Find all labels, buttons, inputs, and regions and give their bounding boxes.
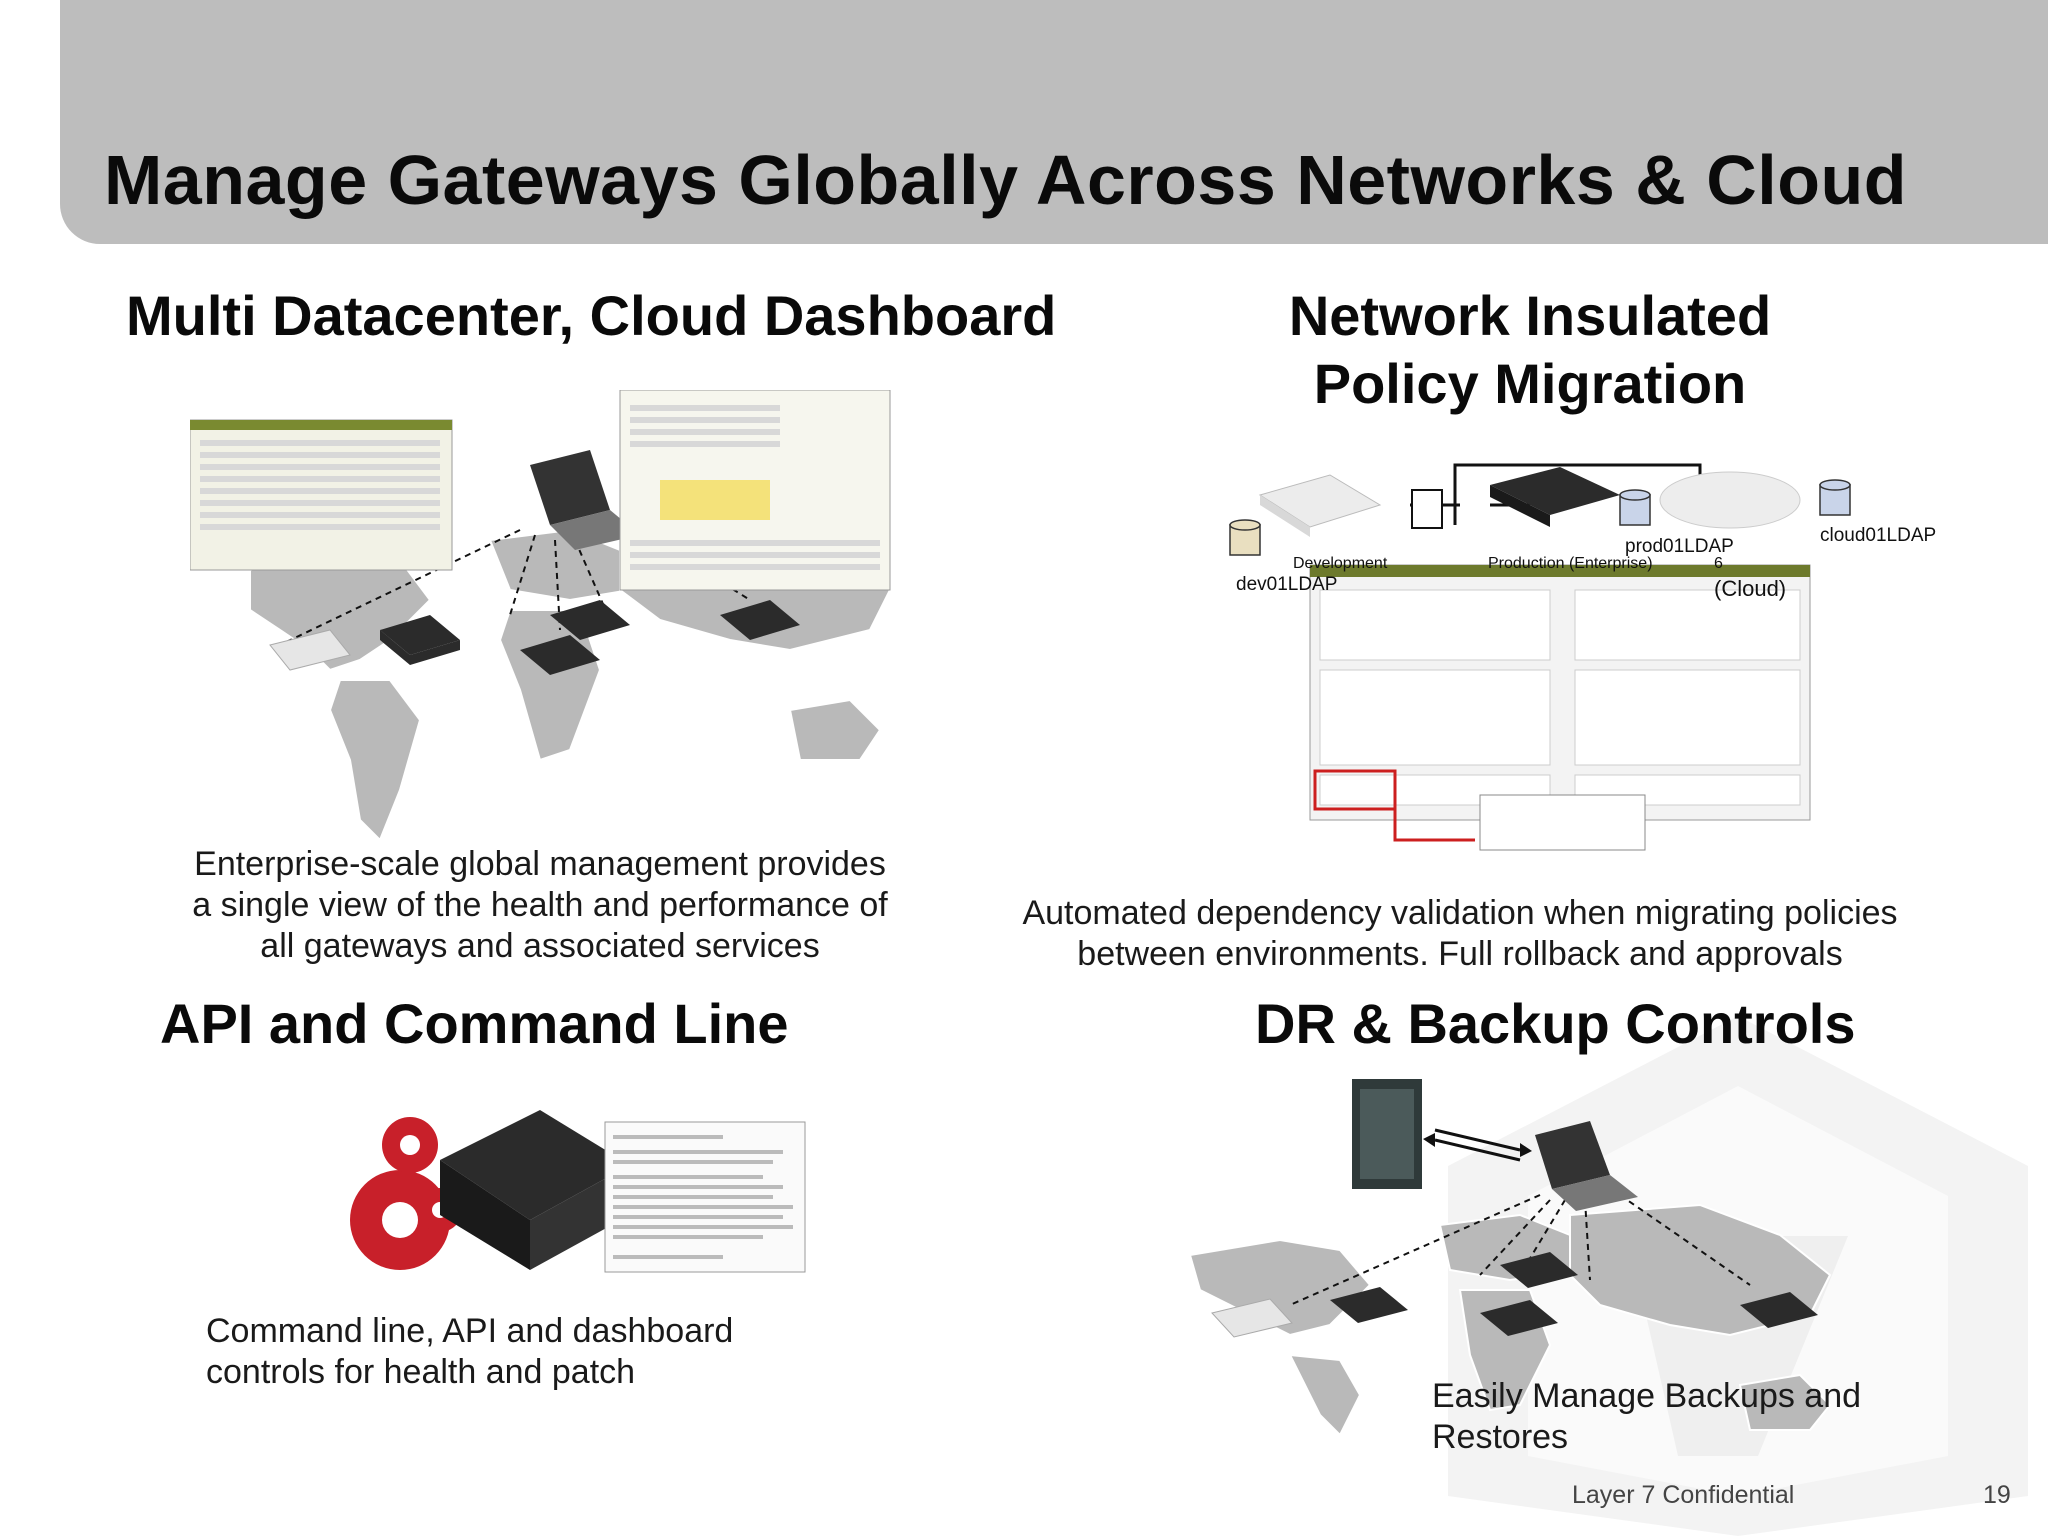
dr-body: Easily Manage Backups and Restores xyxy=(1432,1376,1872,1458)
prod-ldap-label: prod01LDAP xyxy=(1625,536,1734,557)
migration-body-line-1: Automated dependency validation when mig… xyxy=(1022,894,1898,932)
migration-screenshot xyxy=(1309,564,1811,851)
production-label: Production (Enterprise) xyxy=(1488,555,1653,572)
cloud-icon xyxy=(1659,471,1801,529)
dashboard-body-line-2: a single view of the health and performa… xyxy=(192,886,888,924)
dashboard-screenshot-1 xyxy=(190,419,453,571)
migration-step-number: 6 xyxy=(1714,555,1723,572)
laptop-icon xyxy=(1535,1121,1638,1211)
gateway-appliance-icon xyxy=(1258,474,1382,537)
cloud-ldap-label: cloud01LDAP xyxy=(1820,525,1937,546)
document-icon xyxy=(1411,489,1443,529)
dashboard-body-line-3: all gateways and associated services xyxy=(260,927,820,965)
api-illustration xyxy=(350,1110,806,1273)
api-body-line-2: controls for health and patch xyxy=(206,1353,636,1391)
database-icon xyxy=(1619,489,1651,526)
confidential-label: Layer 7 Confidential xyxy=(1572,1481,1795,1509)
migration-body-line-2: between environments. Full rollback and … xyxy=(1077,935,1843,973)
slide-title: Manage Gateways Globally Across Networks… xyxy=(104,141,1908,219)
dev-ldap-label: dev01LDAP xyxy=(1236,574,1338,595)
sync-arrows xyxy=(1434,1128,1521,1162)
dashboard-body: Enterprise-scale global management provi… xyxy=(180,844,900,967)
dr-body-line-1: Easily Manage Backups and xyxy=(1432,1377,1862,1415)
database-icon xyxy=(1819,479,1851,516)
gateway-appliance-icon xyxy=(440,1110,630,1270)
gateway-appliance-icon xyxy=(269,600,800,675)
migration-heading: Network Insulated Policy Migration xyxy=(1230,282,1830,418)
dashboard-heading: Multi Datacenter, Cloud Dashboard xyxy=(126,284,1057,347)
migration-heading-line-2: Policy Migration xyxy=(1313,352,1747,415)
dashboard-illustration xyxy=(190,390,892,842)
dr-heading: DR & Backup Controls xyxy=(1255,992,1856,1055)
development-label: Development xyxy=(1293,555,1388,572)
server-rack-icon xyxy=(1352,1079,1422,1189)
api-body: Command line, API and dashboard controls… xyxy=(206,1311,766,1393)
dr-illustration xyxy=(1188,1079,1832,1435)
gateway-appliance-icon xyxy=(1211,1252,1818,1338)
migration-heading-line-1: Network Insulated xyxy=(1288,284,1772,347)
dashboard-body-line-1: Enterprise-scale global management provi… xyxy=(194,845,886,883)
database-icon xyxy=(1229,519,1261,556)
page-number: 19 xyxy=(1983,1481,2011,1509)
laptop-icon xyxy=(530,450,640,550)
cloud-label: (Cloud) xyxy=(1714,576,1787,601)
dr-body-line-2: Restores xyxy=(1432,1418,1569,1456)
migration-illustration xyxy=(1229,463,1851,851)
header-band xyxy=(60,0,2048,244)
migration-body: Automated dependency validation when mig… xyxy=(1000,893,1920,975)
terminal-screenshot xyxy=(604,1121,806,1273)
api-heading: API and Command Line xyxy=(160,992,789,1055)
dashboard-screenshot-2 xyxy=(619,390,891,591)
api-body-line-1: Command line, API and dashboard xyxy=(206,1312,734,1350)
gateway-appliance-icon xyxy=(1490,467,1620,527)
